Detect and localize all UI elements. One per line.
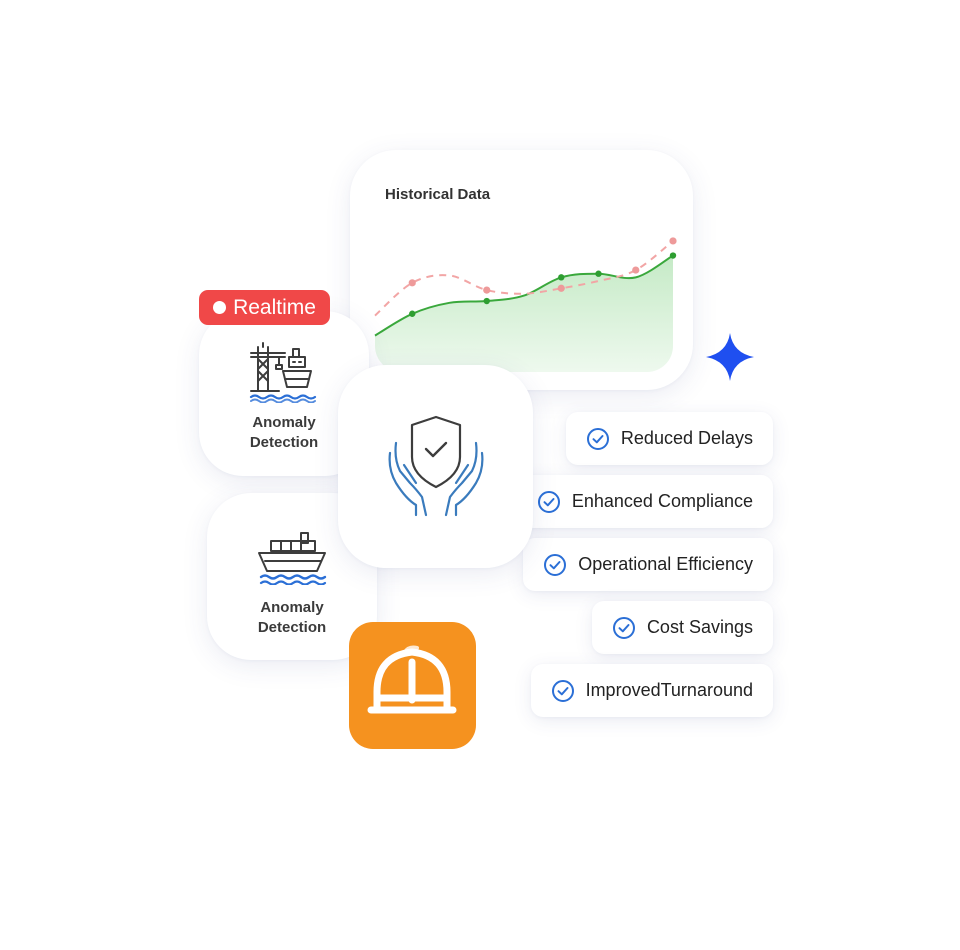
- sparkle-icon: [706, 333, 754, 381]
- hard-hat-app-tile[interactable]: [349, 622, 476, 749]
- check-circle-icon: [551, 679, 574, 702]
- realtime-badge-label: Realtime: [233, 295, 316, 319]
- benefit-reduced-delays: Reduced Delays: [565, 412, 773, 465]
- safety-protection-card[interactable]: [338, 365, 533, 568]
- benefit-improved-turnaround: ImprovedTurnaround: [530, 664, 773, 717]
- data-point: [409, 310, 416, 317]
- anomaly-card-label: Anomaly Detection: [199, 413, 369, 453]
- data-point: [558, 274, 565, 281]
- cargo-ship-icon: [258, 532, 327, 585]
- anomaly-card-label-line2: Detection: [257, 619, 327, 636]
- realtime-badge: Realtime: [199, 290, 330, 325]
- data-point: [595, 270, 602, 277]
- anomaly-card-label: Anomaly Detection: [207, 598, 377, 638]
- benefit-label: Enhanced Compliance: [571, 491, 753, 511]
- data-point: [669, 237, 677, 245]
- check-circle-icon: [612, 616, 635, 639]
- historical-data-card: Historical Data: [350, 150, 693, 390]
- benefit-label: ImprovedTurnaround: [585, 680, 753, 700]
- check-circle-icon: [586, 427, 609, 450]
- historical-data-chart: [374, 237, 677, 372]
- anomaly-card-label-line1: Anomaly: [252, 414, 316, 431]
- port-crane-ship-icon: [249, 342, 317, 403]
- series-area-fill: [375, 255, 673, 372]
- anomaly-card-label-line2: Detection: [249, 434, 319, 451]
- benefit-label: Operational Efficiency: [578, 554, 753, 574]
- data-point: [483, 286, 491, 294]
- chart-title: Historical Data: [385, 186, 491, 203]
- data-point: [408, 279, 416, 287]
- benefit-label: Reduced Delays: [620, 428, 753, 448]
- live-dot-icon: [213, 301, 227, 314]
- data-point: [483, 297, 490, 305]
- data-point: [632, 266, 640, 274]
- shield-hands-check-icon: [388, 415, 484, 517]
- data-point: [557, 284, 565, 292]
- anomaly-card-label-line1: Anomaly: [260, 599, 324, 616]
- hard-hat-icon: [367, 645, 457, 714]
- benefit-cost-savings: Cost Savings: [591, 601, 773, 654]
- check-circle-icon: [544, 553, 567, 576]
- data-point: [669, 252, 677, 259]
- series-line-solid: [374, 254, 674, 337]
- check-circle-icon: [537, 490, 560, 513]
- benefit-operational-efficiency: Operational Efficiency: [523, 538, 773, 591]
- benefit-label: Cost Savings: [646, 617, 753, 637]
- benefit-enhanced-compliance: Enhanced Compliance: [516, 475, 773, 528]
